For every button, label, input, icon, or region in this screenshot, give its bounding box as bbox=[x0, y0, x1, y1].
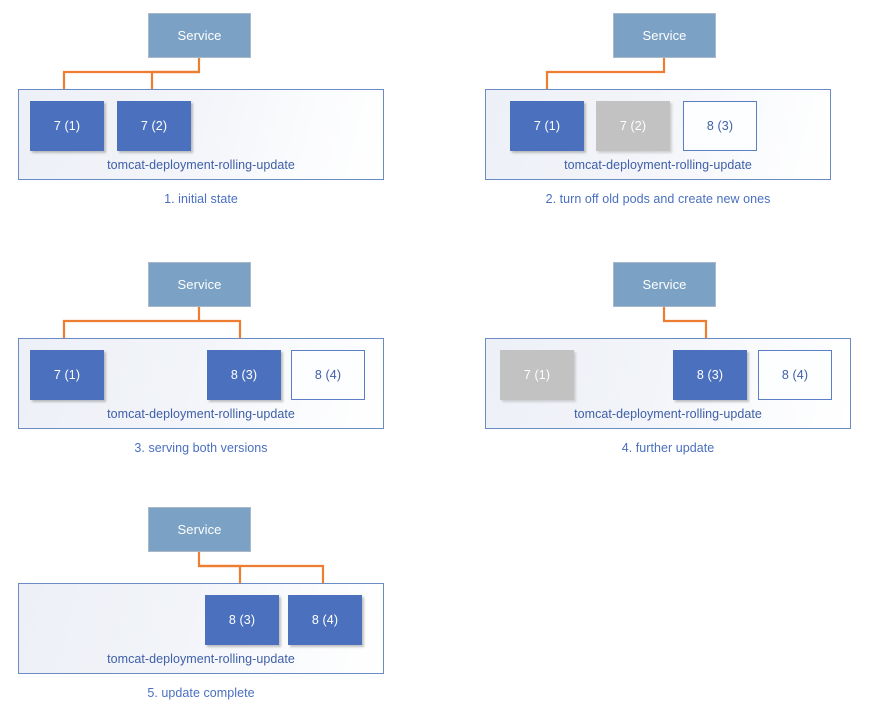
caption-text: 4. further update bbox=[621, 441, 715, 455]
pod-label: 7 (1) bbox=[53, 119, 81, 133]
connector-step-3 bbox=[55, 306, 249, 350]
caption-step-2: 2. turn off old pods and create new ones bbox=[485, 192, 831, 206]
deployment-name-label: tomcat-deployment-rolling-update bbox=[574, 407, 762, 421]
pod-label: 7 (2) bbox=[619, 119, 647, 133]
pod-label: 7 (1) bbox=[53, 368, 81, 382]
pod-label: 8 (3) bbox=[706, 119, 734, 133]
service-box-step-1[interactable]: Service bbox=[148, 13, 251, 58]
pod-step-5-1[interactable]: 8 (4) bbox=[288, 595, 362, 645]
pod-step-2-2[interactable]: 8 (3) bbox=[683, 101, 757, 151]
deployment-name-label: tomcat-deployment-rolling-update bbox=[564, 158, 752, 172]
pod-step-1-0[interactable]: 7 (1) bbox=[30, 101, 104, 151]
connector-step-4 bbox=[662, 306, 715, 350]
connector-step-1 bbox=[55, 57, 201, 101]
service-label: Service bbox=[177, 277, 222, 292]
caption-text: 5. update complete bbox=[147, 686, 255, 700]
caption-text: 1. initial state bbox=[164, 192, 238, 206]
pod-step-3-2[interactable]: 8 (4) bbox=[291, 350, 365, 400]
caption-step-1: 1. initial state bbox=[18, 192, 384, 206]
pod-label: 7 (1) bbox=[523, 368, 551, 382]
deployment-name-label: tomcat-deployment-rolling-update bbox=[107, 652, 295, 666]
pod-step-2-1[interactable]: 7 (2) bbox=[596, 101, 670, 151]
pod-step-3-1[interactable]: 8 (3) bbox=[207, 350, 281, 400]
pod-label: 7 (1) bbox=[533, 119, 561, 133]
deployment-name-label: tomcat-deployment-rolling-update bbox=[107, 407, 295, 421]
caption-text: 2. turn off old pods and create new ones bbox=[545, 192, 771, 206]
service-label: Service bbox=[642, 277, 687, 292]
pod-label: 8 (4) bbox=[314, 368, 342, 382]
service-label: Service bbox=[177, 28, 222, 43]
service-box-step-5[interactable]: Service bbox=[148, 507, 251, 552]
pod-label: 7 (2) bbox=[140, 119, 168, 133]
pod-step-1-1[interactable]: 7 (2) bbox=[117, 101, 191, 151]
pod-step-4-1[interactable]: 8 (3) bbox=[673, 350, 747, 400]
pod-step-4-2[interactable]: 8 (4) bbox=[758, 350, 832, 400]
pod-label: 8 (4) bbox=[311, 613, 339, 627]
service-box-step-3[interactable]: Service bbox=[148, 262, 251, 307]
caption-step-5: 5. update complete bbox=[18, 686, 384, 700]
caption-text: 3. serving both versions bbox=[134, 441, 268, 455]
pod-label: 8 (3) bbox=[230, 368, 258, 382]
service-label: Service bbox=[642, 28, 687, 43]
caption-step-4: 4. further update bbox=[485, 441, 851, 455]
pod-label: 8 (3) bbox=[696, 368, 724, 382]
service-box-step-2[interactable]: Service bbox=[613, 13, 716, 58]
connector-step-2 bbox=[538, 57, 666, 101]
service-label: Service bbox=[177, 522, 222, 537]
pod-label: 8 (3) bbox=[228, 613, 256, 627]
deployment-name-label: tomcat-deployment-rolling-update bbox=[107, 158, 295, 172]
pod-step-2-0[interactable]: 7 (1) bbox=[510, 101, 584, 151]
pod-step-4-0[interactable]: 7 (1) bbox=[500, 350, 574, 400]
pod-label: 8 (4) bbox=[781, 368, 809, 382]
service-box-step-4[interactable]: Service bbox=[613, 262, 716, 307]
pod-step-3-0[interactable]: 7 (1) bbox=[30, 350, 104, 400]
pod-step-5-0[interactable]: 8 (3) bbox=[205, 595, 279, 645]
caption-step-3: 3. serving both versions bbox=[18, 441, 384, 455]
